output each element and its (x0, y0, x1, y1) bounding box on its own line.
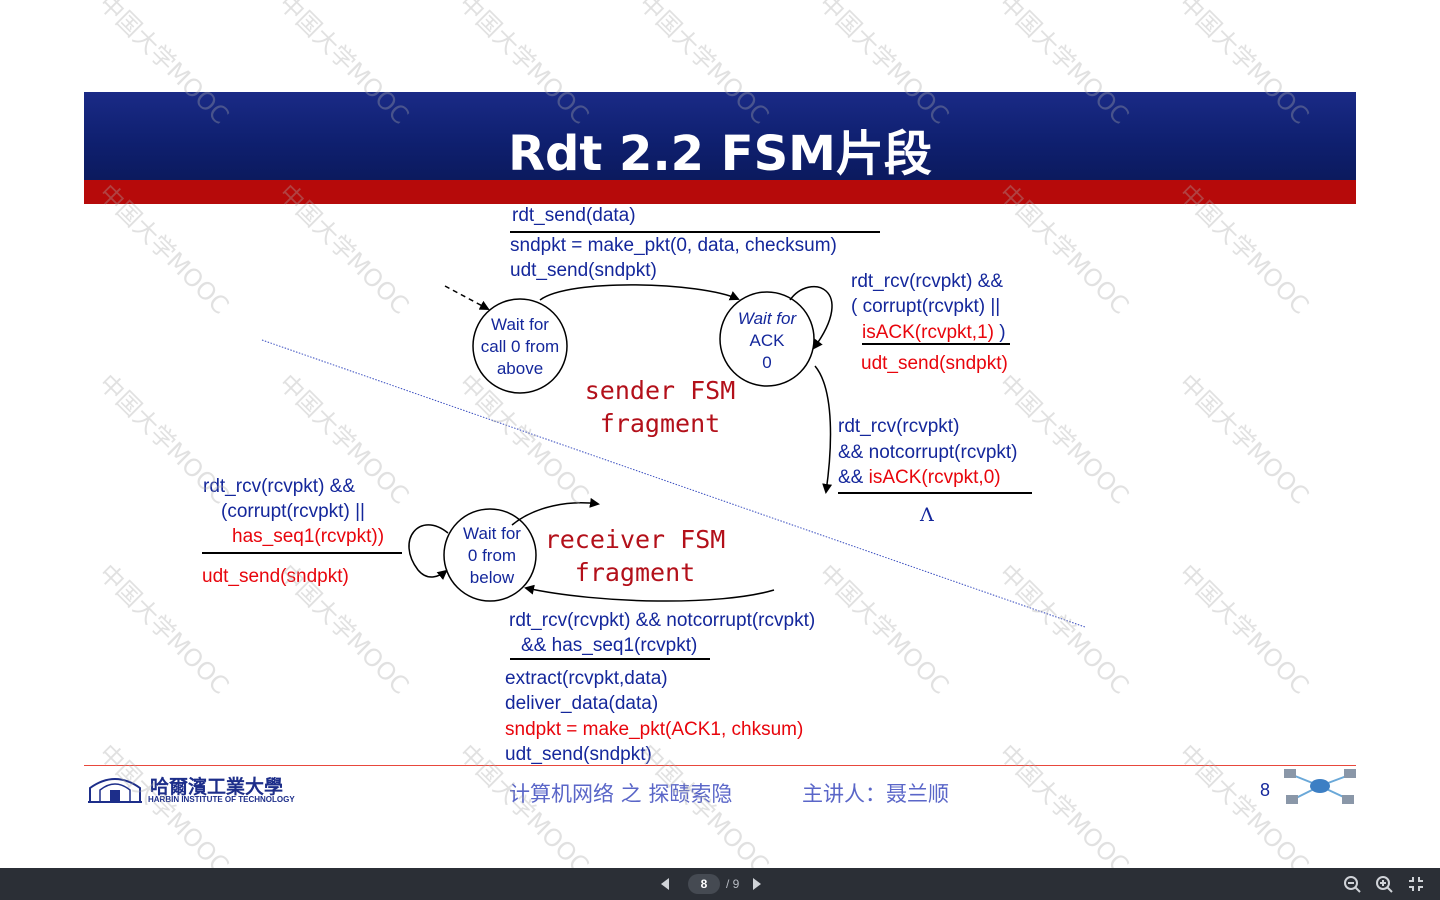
receiver-t-action: extract(rcvpkt,data) (505, 668, 668, 689)
sender-t2-action: Λ (920, 504, 934, 526)
state-wait-ack0-label: Wait for ACK 0 (737, 309, 797, 372)
fsm-diagram (261, 284, 1086, 628)
receiver-t-event: rdt_rcv(rcvpkt) && notcorrupt(rcvpkt) (509, 610, 816, 631)
sender-t1-separator (510, 231, 880, 233)
separator-line (261, 339, 1086, 628)
lecturer: 主讲人：聂兰顺 (802, 782, 949, 806)
sender-transition-arrow (539, 284, 740, 301)
sender-fragment-label: sender FSM fragment (584, 376, 736, 438)
receiver-loop-action: udt_send(sndpkt) (202, 566, 349, 587)
initial-arrow (444, 285, 490, 310)
sender-loop-event: ( corrupt(rcvpkt) || (851, 296, 1001, 317)
state-wait-0-below (443, 508, 537, 602)
university-emblem-icon (88, 778, 142, 803)
sender-t2-event: && isACK(rcvpkt,0) (838, 467, 1001, 488)
sender-loop-event: isACK(rcvpkt,1) ) (862, 322, 1006, 343)
footer-line (84, 765, 1356, 766)
receiver-loop-separator (202, 552, 402, 554)
receiver-loop-event: (corrupt(rcvpkt) || (221, 501, 365, 522)
prev-page-icon[interactable] (656, 874, 676, 894)
receiver-loop-event: rdt_rcv(rcvpkt) && (203, 476, 356, 497)
state-wait-call0 (472, 298, 568, 394)
total-pages: / 9 (726, 877, 740, 891)
sender-t2-separator (838, 492, 1032, 494)
accent-bar (84, 180, 1356, 204)
sender-t1-action: sndpkt = make_pkt(0, data, checksum) (510, 235, 837, 256)
receiver-t-action: udt_send(sndpkt) (505, 744, 652, 765)
receiver-self-loop (408, 524, 449, 580)
sender-loop-action: udt_send(sndpkt) (861, 353, 1008, 374)
sender-t2-event: && notcorrupt(rcvpkt) (838, 442, 1018, 463)
viewer-toolbar (0, 868, 1440, 900)
receiver-fragment-label: receiver FSM fragment (544, 525, 726, 587)
course-title: 计算机网络 之 探赜索隐 (509, 782, 733, 806)
slide: Rdt 2.2 FSM片段 rdt_send(d (84, 0, 1356, 880)
state-wait-0-below-label: Wait for 0 from below (463, 524, 521, 587)
sender-t1-event: rdt_send(data) (512, 205, 636, 226)
receiver-bottom-arrow (524, 584, 775, 602)
receiver-t-action: sndpkt = make_pkt(ACK1, chksum) (505, 719, 804, 740)
receiver-top-arrow (511, 497, 600, 526)
receiver-loop-event: has_seq1(rcvpkt)) (232, 526, 385, 547)
title-bar (84, 92, 1356, 180)
receiver-t-event: && has_seq1(rcvpkt) (521, 635, 698, 656)
sender-self-loop (789, 285, 833, 350)
next-page-icon[interactable] (746, 874, 766, 894)
zoom-in-icon[interactable] (1374, 874, 1394, 894)
zoom-out-icon[interactable] (1342, 874, 1362, 894)
receiver-t-separator (510, 658, 710, 660)
sender-exit-arrow (814, 365, 833, 494)
state-wait-call0-label: Wait for call 0 from above (480, 315, 560, 378)
slide-page-number: 8 (1260, 780, 1271, 800)
sender-t2-event: rdt_rcv(rcvpkt) (838, 416, 960, 437)
current-page-input[interactable]: 8 (688, 874, 720, 894)
university-name-en: HARBIN INSTITUTE OF TECHNOLOGY (148, 795, 295, 804)
receiver-t-action: deliver_data(data) (505, 693, 659, 714)
sender-loop-event: rdt_rcv(rcvpkt) && (851, 271, 1004, 292)
network-graphic-icon (1284, 769, 1356, 804)
slide-title: Rdt 2.2 FSM片段 (508, 126, 932, 182)
sender-loop-separator (862, 343, 1010, 345)
fullscreen-exit-icon[interactable] (1406, 874, 1426, 894)
sender-t1-action: udt_send(sndpkt) (510, 260, 657, 281)
university-name-cn: 哈爾濱工業大學 (150, 776, 284, 798)
